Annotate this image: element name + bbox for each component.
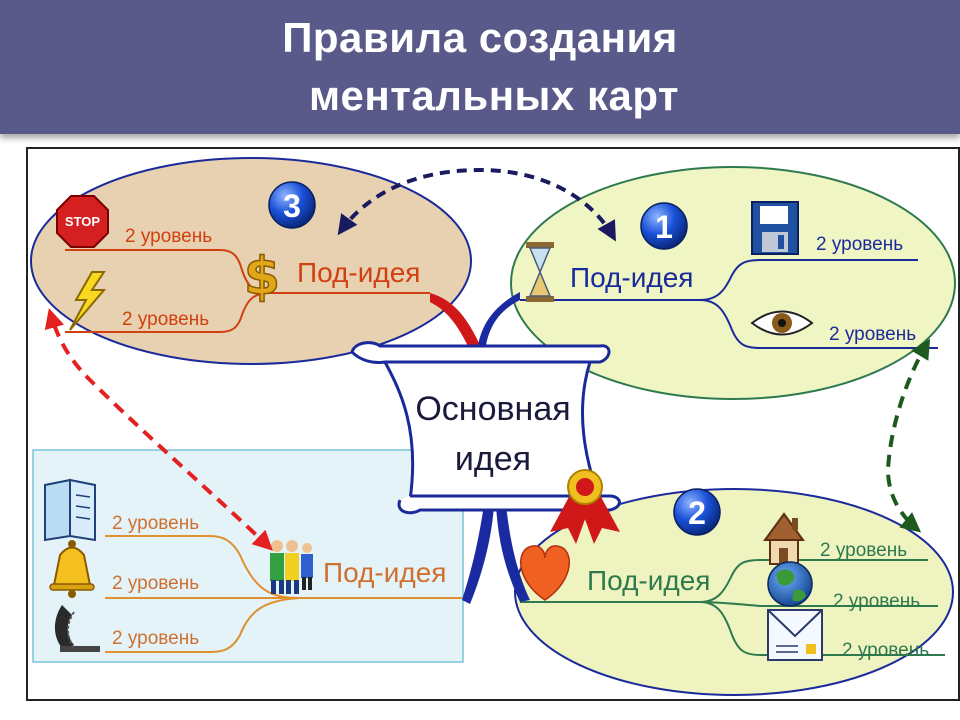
branch-4-child-3-label: 2 уровень [112,628,199,649]
dollar-icon: $ [243,246,281,308]
slide-title-line-1: Правила создания [282,14,678,61]
house-icon [763,512,805,565]
branch-1-label: Под-идея [570,262,693,293]
heart-icon [520,545,570,601]
central-scroll: Основная идея [350,341,621,544]
scroll-body [382,360,603,502]
branch-2-number-badge: 2 [673,488,721,536]
branch-3-number: 3 [283,188,301,224]
globe-icon [767,561,813,607]
central-idea-line-1: Основная [415,390,570,428]
branch-4-line-3 [105,597,301,653]
book-icon [44,478,96,542]
branch-3-number-badge: 3 [268,181,316,229]
rosette-ribbon-icon [550,469,620,544]
slide-title-line-2: ментальных карт [308,72,680,119]
branch-1-child-1-label: 2 уровень [816,234,903,255]
branch-2-line-1 [520,559,928,603]
branch-2-child-2-label: 2 уровень [833,591,920,612]
branch-2: Под-идея 2 уровень 2 уровень 2 уровень [514,488,954,696]
branch-4-child-2-label: 2 уровень [112,573,199,594]
central-ribbons [430,292,530,604]
branch-3-line-1 [65,249,430,294]
branch-2-line-3 [699,601,945,656]
dashed-arrow-red [44,308,273,551]
branch-1-child-2-label: 2 уровень [829,324,916,345]
floppy-disk-icon [751,201,799,255]
branch-2-child-3-label: 2 уровень [842,640,929,661]
branch-4-background [32,449,464,663]
branch-2-child-1-label: 2 уровень [820,540,907,561]
central-idea-line-2: идея [455,440,531,478]
dashed-arrow-green [885,338,931,533]
eye-icon [750,310,814,336]
dashed-arrow-navy [337,167,616,242]
branch-3-child-1-label: 2 уровень [125,226,212,247]
envelope-icon [767,609,823,661]
branch-4-child-1-label: 2 уровень [112,513,199,534]
branch-2-oval [514,488,954,696]
branch-1-number: 1 [655,209,673,245]
dollar-symbol: $ [244,247,280,307]
people-icon [270,540,313,594]
phone-icon [54,605,100,652]
branch-2-label: Под-идея [587,565,710,596]
scroll-top-roll [350,341,611,364]
hourglass-icon [526,242,554,302]
branch-2-number: 2 [688,495,706,531]
branch-1-line-2 [699,299,938,349]
stop-sign-icon: STOP [56,195,109,248]
stop-sign-text: STOP [65,214,100,229]
branch-3: 2 уровень 2 уровень STOP $ Под-идея 3 [30,157,472,365]
branch-1-number-badge: 1 [640,202,688,250]
branch-4-label: Под-идея [323,557,446,588]
branch-3-label: Под-идея [297,257,420,288]
branch-1-oval [510,166,956,400]
branch-1-line-1 [520,259,918,301]
slide-title-bar: Правила создания ментальных карт [0,0,960,134]
branch-4: 2 уровень 2 уровень 2 уровень Под-идея [32,449,464,663]
branch-1: Под-идея 2 уровень 2 уровень 1 [510,166,956,400]
branch-3-child-2-label: 2 уровень [122,309,209,330]
